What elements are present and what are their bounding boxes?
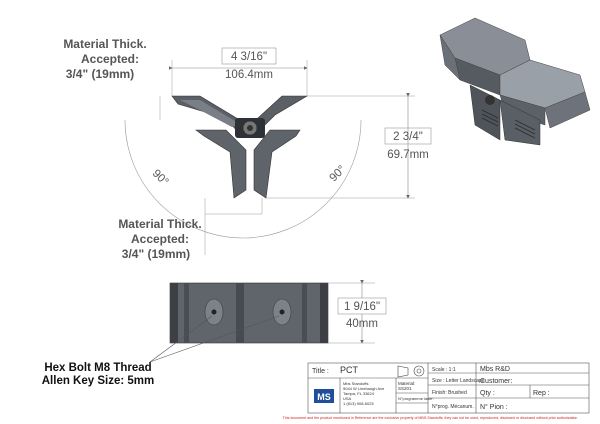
depth-dim-imperial: 1 9/16" [344, 301, 380, 313]
top-v-face [180, 100, 240, 127]
size: Size : Letter Landscape [432, 378, 485, 384]
height-dim-metric: 69.7mm [387, 149, 429, 161]
depth-dim-box [337, 297, 387, 315]
top-note-line1: Material Thick. [63, 37, 146, 51]
width-dim-metric: 106.4mm [225, 69, 273, 81]
angle-right-label: 90° [327, 163, 348, 184]
right-clamp-arm [253, 129, 301, 199]
bolt-socket [247, 125, 253, 131]
rep-label: Rep : [533, 390, 550, 397]
company-logo: MS [314, 389, 334, 403]
front-view-part [124, 60, 415, 255]
material-label: Material: [398, 381, 415, 386]
title-value: PCT [340, 365, 359, 375]
material-value: SS201 [398, 386, 412, 391]
qty-label: Qty : [480, 390, 495, 397]
height-dim-imperial: 2 3/4" [393, 131, 423, 143]
customer-label: Customer: [480, 378, 512, 385]
top-note-line3: 3/4" (19mm) [66, 67, 134, 81]
mbs-rd: Mbs R&D [480, 366, 510, 373]
company-line5: 1 (813) 908-6025 [343, 401, 374, 406]
company-line3: Tampa, FL 33624 [343, 391, 375, 396]
bolt-note-line2: Allen Key Size: 5mm [42, 375, 154, 387]
width-dim-imperial: 4 3/16" [231, 51, 267, 63]
left-clamp-arm [195, 129, 247, 199]
company-line1: Mbs Standoffs [343, 381, 369, 386]
bolt-note-line1: Hex Bolt M8 Thread [44, 362, 151, 374]
title-block [307, 362, 590, 414]
company-logo-text: MS [317, 392, 331, 402]
nprog: N°prog. Mécanum. [432, 404, 474, 410]
finish: Finish: Brushed [432, 390, 467, 396]
projection-symbol [397, 365, 425, 378]
bottom-note-line1: Material Thick. [118, 217, 201, 231]
pion-label: N° Pion : [480, 403, 508, 411]
right-allen-socket [279, 309, 285, 315]
bottom-note-line3: 3/4" (19mm) [122, 247, 190, 261]
left-allen-socket [211, 309, 217, 315]
isometric-view [439, 17, 591, 146]
side-view-part [149, 280, 375, 363]
disclaimer: This document and the product mentioned … [283, 416, 578, 420]
angle-left-label: 90° [150, 167, 171, 188]
bottom-note-line2: Accepted: [131, 232, 189, 246]
title-label: Title : [312, 368, 329, 375]
scale: Scale : 1:1 [432, 367, 456, 373]
nprog-laser: N°programme laser: [398, 396, 434, 401]
top-note-line2: Accepted: [81, 52, 139, 66]
angle-arc [124, 119, 362, 239]
company-line4: USA [343, 396, 352, 401]
height-dim-box [384, 127, 432, 145]
width-dim-box [221, 47, 277, 65]
depth-dim-metric: 40mm [346, 318, 378, 330]
company-line2: 5044 W Linebaugh Ave [343, 386, 385, 391]
